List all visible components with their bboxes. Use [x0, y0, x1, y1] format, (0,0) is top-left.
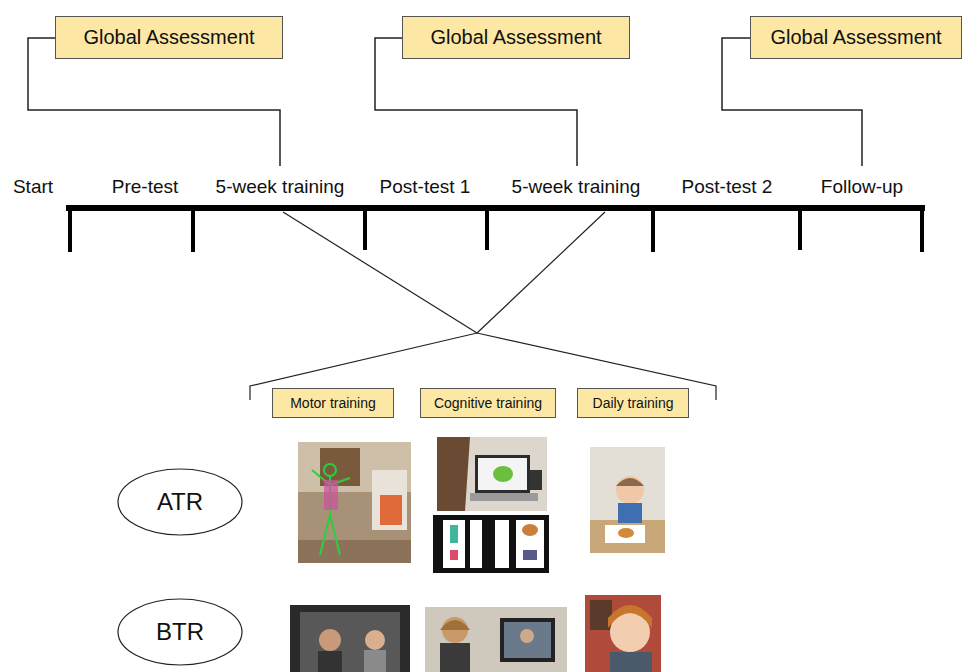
- photo-btr-cognitive-part: [520, 629, 534, 643]
- node-label: Motor training: [290, 395, 376, 411]
- photo-daily-part: [616, 478, 644, 486]
- group-ellipse: BTR: [117, 598, 243, 666]
- photo-btr-cognitive-part: [440, 620, 470, 630]
- timeline-tick: [798, 208, 802, 250]
- timeline-tick: [191, 208, 195, 252]
- photo-motor-part: [324, 464, 336, 476]
- photo-cognitive-part: [475, 455, 530, 493]
- photo-cognitive-part: [530, 470, 542, 490]
- timeline-label: 5-week training: [512, 176, 641, 199]
- photo-motor-part: [320, 515, 330, 555]
- photo-btr-motor-part: [290, 605, 410, 672]
- photo-stimuli-part: [470, 520, 482, 568]
- photo-motor-part: [372, 470, 407, 530]
- timeline: [66, 208, 925, 252]
- step-box: Daily training: [577, 388, 689, 418]
- bracket-line: [283, 212, 477, 333]
- node-label: Cognitive training: [434, 395, 542, 411]
- photo-motor-part: [312, 464, 350, 555]
- timeline-tick: [68, 208, 72, 252]
- photo-btr-motor-part: [365, 630, 385, 650]
- photo-btr-daily-part: [585, 595, 661, 672]
- photo-cognitive: [437, 437, 547, 511]
- photo-stimuli-part: [450, 525, 458, 543]
- step-box: Global Assessment: [402, 16, 630, 59]
- timeline-label: Post-test 1: [380, 176, 471, 199]
- photo-stimuli-part: [443, 520, 465, 568]
- photo-motor-part: [298, 540, 411, 563]
- photo-daily-part: [605, 525, 645, 543]
- training-bracket: [250, 212, 716, 400]
- photo-stimuli-part: [450, 550, 458, 560]
- bracket-line: [477, 212, 605, 333]
- photo-daily-part: [590, 520, 665, 553]
- node-label: BTR: [156, 618, 204, 646]
- photo-cognitive-part: [437, 437, 470, 511]
- photo-stimuli-part: [433, 515, 549, 573]
- step-box: Motor training: [272, 388, 394, 418]
- photo-motor: [298, 442, 411, 563]
- timeline-tick: [920, 208, 924, 252]
- photo-daily: [590, 447, 665, 553]
- photo-btr-cognitive: [425, 607, 567, 672]
- timeline-tick: [363, 208, 367, 250]
- photo-btr-motor-part: [364, 650, 386, 672]
- timeline-tick: [485, 208, 489, 250]
- ellipse-shape: [118, 469, 242, 535]
- timeline-label: Pre-test: [112, 176, 179, 199]
- photo-btr-daily-part: [610, 652, 652, 672]
- photo-motor-part: [298, 442, 411, 563]
- photo-cognitive-part: [478, 458, 527, 490]
- photo-btr-cognitive-part: [500, 618, 555, 662]
- photo-cognitive-part: [470, 493, 538, 501]
- node-label: Global Assessment: [770, 26, 941, 49]
- photo-btr-cognitive-part: [425, 607, 567, 672]
- photo-btr-motor: [290, 605, 410, 672]
- photo-cognitive-part: [437, 437, 547, 511]
- photo-daily-part: [590, 447, 665, 553]
- photo-daily-part: [616, 476, 644, 504]
- photo-cognitive-part: [493, 466, 513, 482]
- photo-motor-part: [324, 480, 338, 510]
- node-label: Global Assessment: [83, 26, 254, 49]
- step-box: Global Assessment: [55, 16, 283, 59]
- timeline-label: 5-week training: [216, 176, 345, 199]
- photo-btr-cognitive-part: [440, 643, 470, 672]
- photo-daily-part: [618, 503, 642, 523]
- timeline-tick: [651, 208, 655, 252]
- step-box: Cognitive training: [420, 388, 556, 418]
- photo-btr-motor-part: [300, 612, 400, 672]
- timeline-label: Follow-up: [821, 176, 903, 199]
- photo-stimuli-part: [516, 520, 544, 568]
- photo-stimuli-part: [522, 524, 538, 536]
- photo-stimuli-part: [495, 520, 509, 568]
- photo-btr-daily-part: [608, 605, 652, 628]
- photo-daily-part: [618, 528, 634, 538]
- photo-btr-motor-part: [319, 629, 341, 651]
- photo-motor-part: [380, 495, 402, 525]
- photo-btr-cognitive-part: [504, 622, 551, 658]
- photo-btr-daily: [585, 595, 661, 672]
- photo-stimuli-part: [523, 550, 537, 560]
- node-label: ATR: [157, 488, 203, 516]
- photo-motor-part: [330, 515, 340, 555]
- photo-stimuli: [433, 515, 549, 573]
- timeline-label: Post-test 2: [682, 176, 773, 199]
- group-ellipse: ATR: [117, 468, 243, 536]
- step-box: Global Assessment: [750, 16, 962, 59]
- node-label: Global Assessment: [430, 26, 601, 49]
- timeline-label: Start: [13, 176, 53, 199]
- node-label: Daily training: [593, 395, 674, 411]
- photo-btr-motor-part: [318, 651, 342, 672]
- ellipse-shape: [118, 599, 242, 665]
